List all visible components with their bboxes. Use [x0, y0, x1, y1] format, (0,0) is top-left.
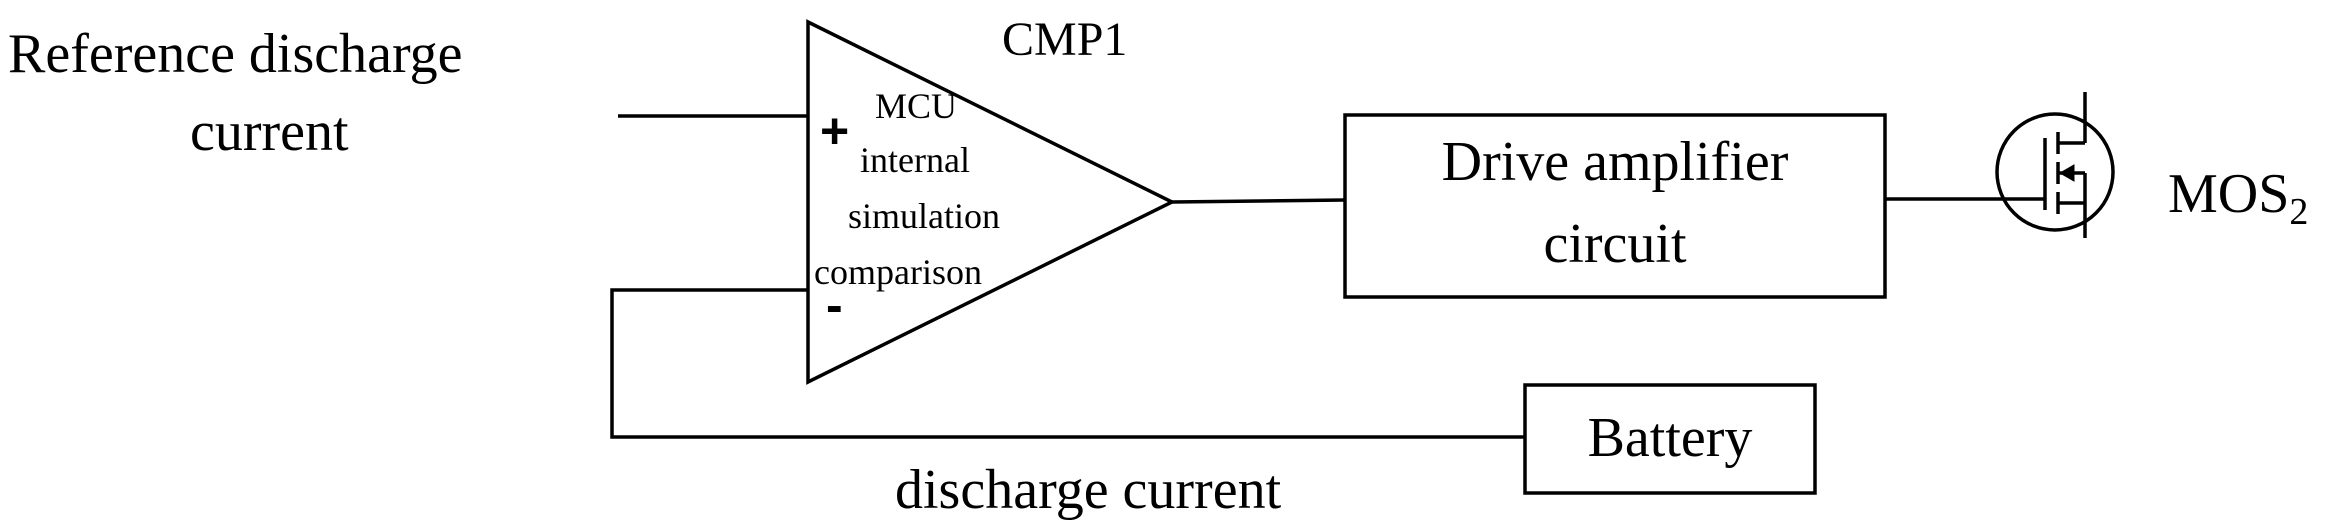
mos-label: MOS2 — [2168, 163, 2308, 233]
reference-label-line1: Reference discharge — [8, 23, 462, 85]
comparator-plus-sign: + — [820, 103, 849, 159]
discharge-current-label: discharge current — [895, 459, 1282, 521]
mosfet-icon — [1995, 92, 2115, 238]
comparator-inner-text-2: internal — [860, 140, 970, 180]
reference-label-line2: current — [190, 101, 349, 163]
comparator-name: CMP1 — [1002, 13, 1127, 66]
drive-amplifier-box — [1343, 113, 1887, 299]
comparator-inner-text-4: comparison — [814, 252, 982, 292]
comparator-triangle — [806, 19, 1176, 385]
battery-box — [1523, 383, 1817, 495]
comparator-output-wire — [1171, 198, 1346, 204]
drive-amplifier-label-line1: Drive amplifier — [1442, 131, 1789, 193]
feedback-wire — [610, 288, 1525, 439]
comparator-minus-sign: - — [826, 277, 843, 333]
drive-amplifier-label-line2: circuit — [1543, 213, 1686, 275]
comparator-inner-text-3: simulation — [848, 196, 1000, 236]
comparator-inner-text-1: MCU — [875, 86, 957, 126]
battery-label: Battery — [1588, 407, 1753, 469]
